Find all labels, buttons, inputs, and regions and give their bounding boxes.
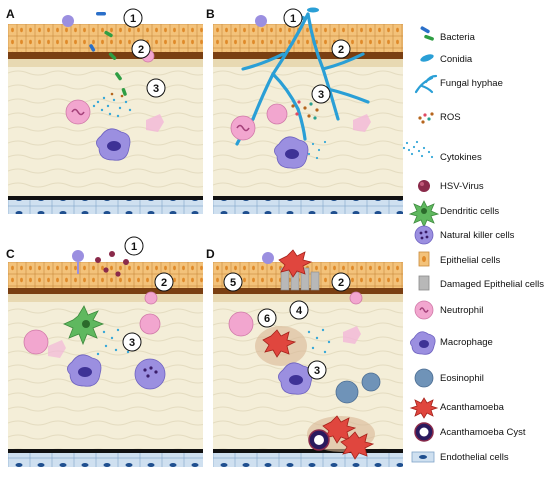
marker-1: 1 <box>131 241 137 253</box>
neutrophil <box>65 99 91 125</box>
damaged-epithelium <box>280 267 320 291</box>
conidia-icon <box>420 54 434 62</box>
legend-label: HSV-Virus <box>440 181 484 192</box>
neutrophil <box>144 291 158 305</box>
acanthamoeba <box>278 249 313 278</box>
hsv-virus-icon <box>418 180 430 192</box>
hsv-virus <box>95 251 129 277</box>
ros-icon <box>418 112 434 124</box>
marker-2: 2 <box>338 44 344 56</box>
legend-label: Eosinophil <box>440 373 484 384</box>
legend-label: Natural killer cells <box>440 230 515 241</box>
legend-label: Macrophage <box>440 337 493 348</box>
neutrophil <box>230 115 256 141</box>
legend-label: ROS <box>440 112 461 123</box>
marker-3: 3 <box>129 337 135 349</box>
legend-label: Cytokines <box>440 152 482 163</box>
bowman-layer <box>8 52 203 59</box>
neutrophil <box>349 291 363 305</box>
marker-1: 1 <box>290 13 296 25</box>
nk-cell-icon <box>414 225 434 245</box>
ros <box>291 100 319 120</box>
endothelial-cell-icon <box>411 451 435 463</box>
marker-3: 3 <box>153 83 159 95</box>
neutrophil <box>139 313 161 335</box>
neutrophil-icon <box>414 300 434 320</box>
legend: Bacteria Conidia Fungal hyphae ROS Cytok… <box>402 26 544 463</box>
dendritic-cell <box>63 305 105 346</box>
legend-label: Dendritic cells <box>440 206 499 217</box>
macrophage <box>67 354 102 387</box>
marker-5: 5 <box>230 277 236 289</box>
panel-c: 1 2 3 <box>8 236 203 467</box>
bacteria-icon <box>420 26 434 41</box>
panel-letter-d: D <box>206 247 215 261</box>
macrophage <box>274 136 309 169</box>
acanthamoeba-icon <box>409 397 439 419</box>
legend-label: Acanthamoeba Cyst <box>440 427 526 438</box>
panel-d: 5 2 4 6 3 <box>213 249 403 467</box>
legend-label: Acanthamoeba <box>440 402 505 413</box>
neutrophil <box>23 329 49 355</box>
acanthamoeba <box>262 329 297 358</box>
epithelium-layer <box>8 24 203 52</box>
legend-label: Damaged Epithelial cells <box>440 279 544 290</box>
acanthamoeba <box>340 431 375 460</box>
neutrophil <box>266 103 288 125</box>
cytokines-icon <box>402 140 434 159</box>
marker-4: 4 <box>296 305 303 317</box>
bacteria-icon <box>89 12 127 96</box>
panel-b: 1 2 3 <box>213 7 403 214</box>
macrophage-icon <box>410 331 436 355</box>
eosinophil <box>335 372 381 404</box>
legend-label: Neutrophil <box>440 305 483 316</box>
fungal-hyphae-icon <box>414 74 438 94</box>
epithelial-cell-icon <box>418 251 430 267</box>
macrophage <box>96 128 131 161</box>
legend-label: Epithelial cells <box>440 255 500 266</box>
marker-2: 2 <box>161 277 167 289</box>
marker-3: 3 <box>314 365 320 377</box>
acanthamoeba-cyst-icon <box>414 422 434 442</box>
panel-a: 1 2 3 <box>8 8 203 214</box>
marker-2: 2 <box>138 44 144 56</box>
legend-label: Bacteria <box>440 32 476 43</box>
acanthamoeba-cyst <box>308 429 330 451</box>
marker-2: 2 <box>338 277 344 289</box>
macrophage <box>278 362 313 395</box>
marker-3: 3 <box>318 89 324 101</box>
endothelium-layer <box>8 200 203 214</box>
nk-cell <box>134 358 166 390</box>
legend-label: Fungal hyphae <box>440 78 503 89</box>
ros-cytokine-cloud <box>92 92 132 118</box>
panel-letter-c: C <box>6 247 15 261</box>
neutrophil <box>228 311 254 337</box>
legend-label: Conidia <box>440 54 473 65</box>
eosinophil-icon <box>414 368 434 388</box>
marker-6: 6 <box>264 313 270 325</box>
damaged-epithelial-cell-icon <box>418 275 430 291</box>
dendritic-cell-icon <box>408 200 440 229</box>
panel-letter-a: A <box>6 7 15 21</box>
marker-1: 1 <box>130 13 136 25</box>
panel-letter-b: B <box>206 7 215 21</box>
legend-label: Endothelial cells <box>440 452 509 463</box>
